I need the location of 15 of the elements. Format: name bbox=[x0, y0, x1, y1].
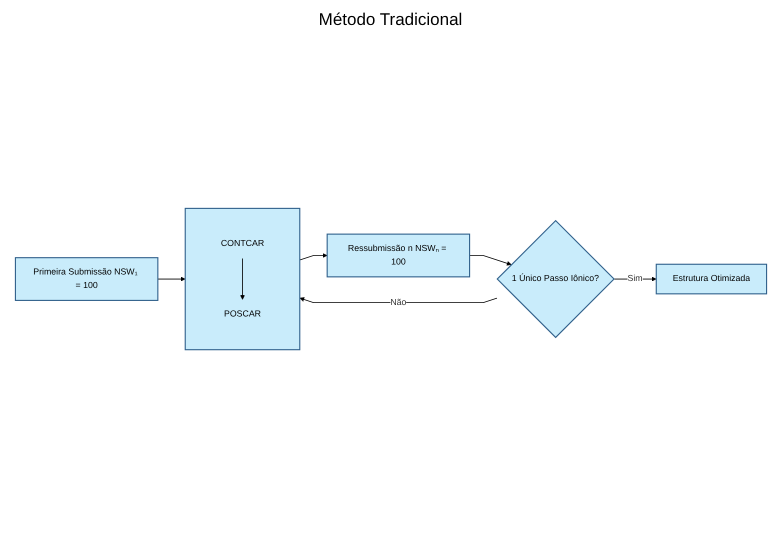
node-diamond: 1 Único Passo Iônico? bbox=[496, 220, 614, 338]
node-text: CONTCAR bbox=[220, 238, 264, 248]
arrow bbox=[156, 276, 185, 282]
diagram-title: Método Tradicional bbox=[318, 10, 464, 30]
arrow bbox=[298, 253, 327, 260]
arrow bbox=[468, 255, 512, 266]
cluster bbox=[184, 208, 300, 350]
node-box: Ressubmissão n NSWₙ = 100 bbox=[326, 234, 470, 278]
arrow bbox=[299, 297, 497, 303]
node-box: Estrutura Otimizada bbox=[655, 264, 767, 294]
edge-label: Sim bbox=[626, 274, 642, 284]
edge-label: Não bbox=[390, 298, 406, 307]
node-text: POSCAR bbox=[224, 309, 261, 319]
node-box: Primeira Submissão NSW₁ = 100 bbox=[14, 257, 158, 301]
arrow bbox=[240, 258, 244, 300]
